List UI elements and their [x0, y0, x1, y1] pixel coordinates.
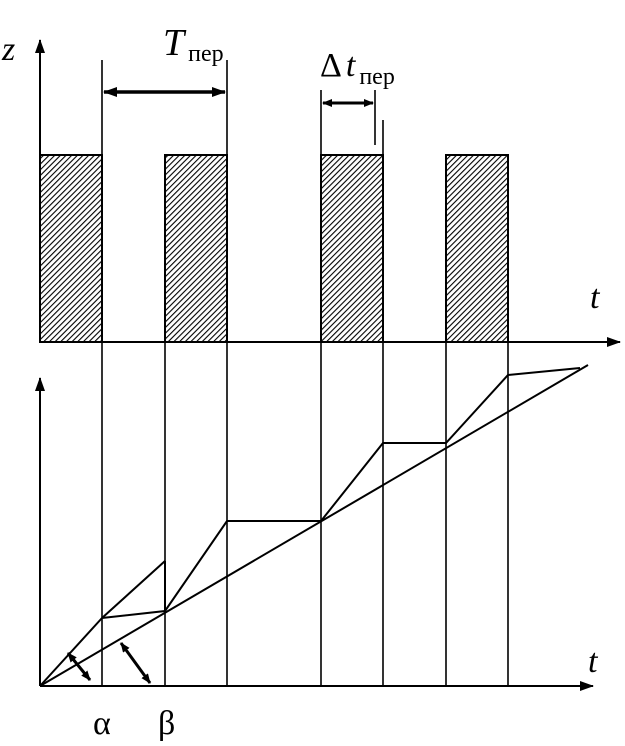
stepped-trajectory: [101, 367, 581, 619]
guide-lines: [101, 60, 509, 686]
pulse-block: [39, 154, 103, 343]
bottom-plot: [35, 364, 594, 691]
alpha-arrow: [66, 652, 92, 681]
pulse-block: [164, 154, 228, 343]
t-axis-top-label: t: [590, 279, 601, 316]
pulse-block: [320, 154, 384, 343]
dt-label-t: t: [346, 47, 357, 84]
t-axis-bottom-label: t: [588, 643, 599, 680]
reference-line: [39, 364, 589, 687]
period-label: T пер: [163, 22, 224, 67]
dt-label-sub: пер: [359, 64, 395, 90]
alpha-label: α: [93, 705, 111, 742]
beta-arrow: [119, 642, 152, 684]
trajectory-segment: [101, 560, 166, 619]
dt-label: Δ t пер: [320, 47, 395, 90]
period-label-sub: пер: [188, 41, 224, 67]
pulse-blocks: [39, 154, 509, 343]
period-label-T: T: [163, 22, 187, 64]
initial-slope-line: [39, 617, 103, 687]
pulse-block: [445, 154, 509, 343]
z-axis-label: z: [1, 31, 15, 68]
dt-label-delta: Δ: [320, 47, 342, 84]
beta-label: β: [158, 705, 175, 742]
